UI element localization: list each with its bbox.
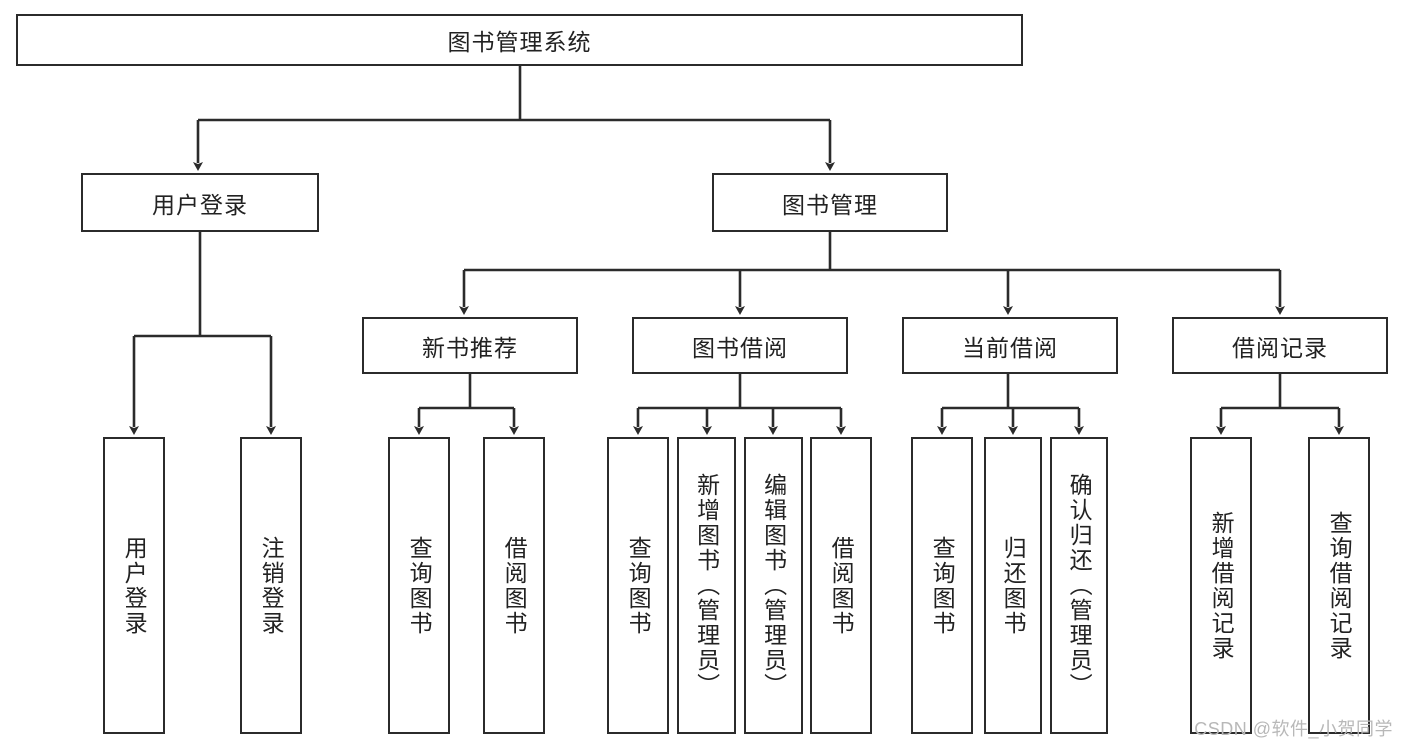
leaf-text-wrap: 查询图书	[390, 439, 448, 732]
node-book-manage-label: 图书管理	[782, 191, 878, 218]
node-leaf-user-logout[interactable]: 注销登录	[240, 437, 302, 734]
leaf-text-wrap: 查询图书	[913, 439, 971, 732]
node-leaf-return-book[interactable]: 归还图书	[984, 437, 1042, 734]
node-leaf-edit-book[interactable]: 编辑图书（管理员）	[744, 437, 803, 734]
node-user-login-label: 用户登录	[152, 191, 248, 218]
node-leaf-query-borrow-record-label: 查询借阅记录	[1326, 510, 1353, 661]
node-leaf-query-book-recommend[interactable]: 查询图书	[388, 437, 450, 734]
node-book-borrow[interactable]: 图书借阅	[632, 317, 848, 374]
leaf-text-wrap: 归还图书	[986, 439, 1040, 732]
node-leaf-query-book-borrow[interactable]: 查询图书	[607, 437, 669, 734]
node-borrow-record[interactable]: 借阅记录	[1172, 317, 1388, 374]
node-current-borrow[interactable]: 当前借阅	[902, 317, 1118, 374]
leaf-text-wrap: 新增借阅记录	[1192, 439, 1250, 732]
node-current-borrow-label: 当前借阅	[962, 334, 1058, 361]
node-book-manage[interactable]: 图书管理	[712, 173, 948, 232]
leaf-text-wrap: 借阅图书	[812, 439, 870, 732]
node-leaf-query-book-borrow-label: 查询图书	[625, 535, 652, 636]
watermark-text: CSDN @软件_小贺同学	[1194, 719, 1393, 739]
node-leaf-borrow-book[interactable]: 借阅图书	[810, 437, 872, 734]
node-new-book-recommend-label: 新书推荐	[422, 334, 518, 361]
node-root-label: 图书管理系统	[447, 29, 592, 55]
node-user-login[interactable]: 用户登录	[81, 173, 319, 232]
leaf-text-wrap: 用户登录	[105, 439, 163, 732]
node-leaf-query-book-current-label: 查询图书	[929, 535, 956, 636]
node-leaf-user-login[interactable]: 用户登录	[103, 437, 165, 734]
node-leaf-add-borrow-record[interactable]: 新增借阅记录	[1190, 437, 1252, 734]
node-book-borrow-label: 图书借阅	[692, 334, 788, 361]
node-borrow-record-label: 借阅记录	[1232, 334, 1328, 361]
node-leaf-query-book-current[interactable]: 查询图书	[911, 437, 973, 734]
leaf-text-wrap: 查询借阅记录	[1310, 439, 1368, 732]
node-new-book-recommend[interactable]: 新书推荐	[362, 317, 578, 374]
node-leaf-borrow-book-recommend-label: 借阅图书	[501, 535, 528, 636]
node-leaf-user-logout-label: 注销登录	[258, 535, 285, 636]
node-leaf-query-book-recommend-label: 查询图书	[406, 535, 433, 636]
node-root[interactable]: 图书管理系统	[16, 14, 1023, 66]
leaf-text-wrap: 查询图书	[609, 439, 667, 732]
leaf-text-wrap: 确认归还（管理员）	[1052, 439, 1106, 732]
leaf-text-wrap: 注销登录	[242, 439, 300, 732]
node-leaf-borrow-book-recommend[interactable]: 借阅图书	[483, 437, 545, 734]
leaf-text-wrap: 借阅图书	[485, 439, 543, 732]
node-leaf-confirm-return[interactable]: 确认归还（管理员）	[1050, 437, 1108, 734]
node-leaf-user-login-label: 用户登录	[121, 535, 148, 636]
node-leaf-query-borrow-record[interactable]: 查询借阅记录	[1308, 437, 1370, 734]
node-leaf-return-book-label: 归还图书	[1000, 535, 1027, 636]
node-leaf-add-book-label: 新增图书（管理员）	[693, 473, 720, 698]
node-leaf-add-book[interactable]: 新增图书（管理员）	[677, 437, 736, 734]
node-leaf-confirm-return-label: 确认归还（管理员）	[1066, 473, 1093, 698]
node-leaf-borrow-book-label: 借阅图书	[828, 535, 855, 636]
leaf-text-wrap: 编辑图书（管理员）	[746, 439, 801, 732]
leaf-text-wrap: 新增图书（管理员）	[679, 439, 734, 732]
node-leaf-add-borrow-record-label: 新增借阅记录	[1208, 510, 1235, 661]
node-leaf-edit-book-label: 编辑图书（管理员）	[760, 473, 787, 698]
